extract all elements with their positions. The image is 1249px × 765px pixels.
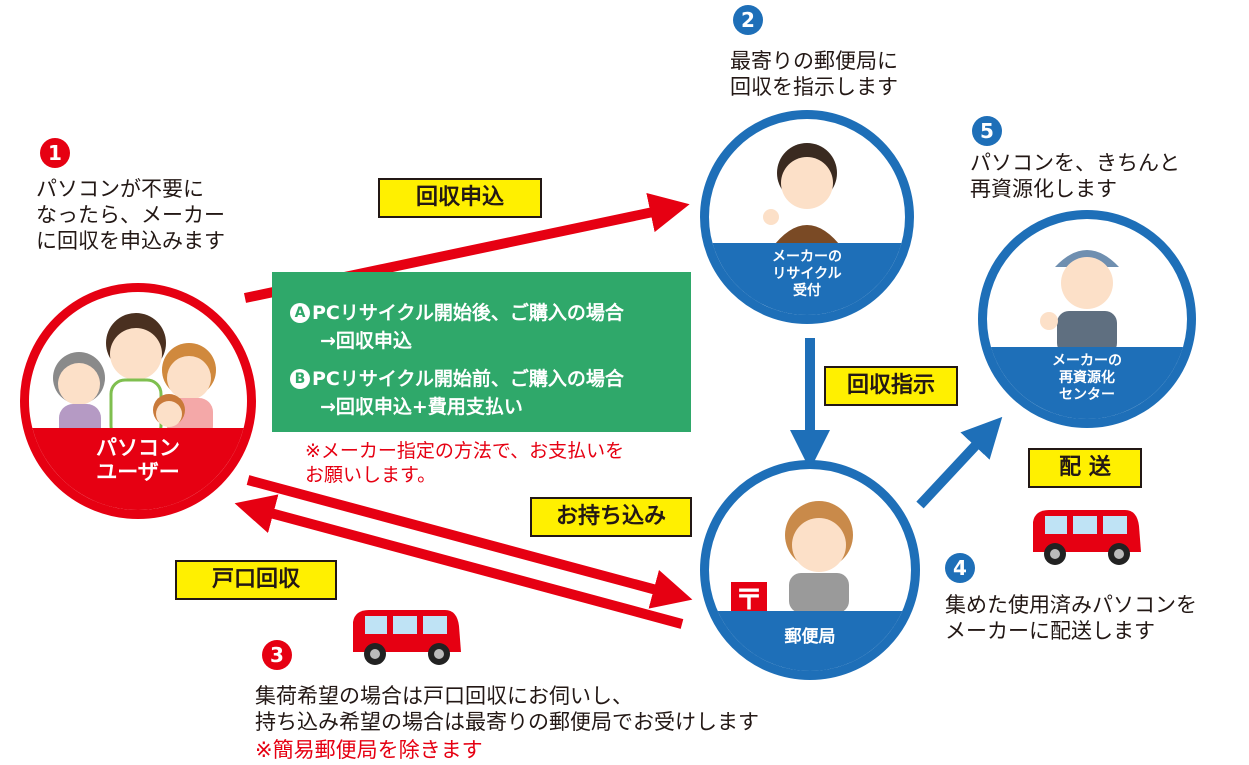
label-apply: 回収申込 <box>378 178 542 218</box>
condition-b-badge: B <box>290 369 310 389</box>
step-5-text: パソコンを、きちんと 再資源化します <box>970 151 1180 201</box>
arrow-post-to-user <box>234 494 684 629</box>
user-node: パソコン ユーザー <box>20 283 256 519</box>
delivery-van-icon <box>1033 510 1141 565</box>
recycling-center-node: メーカーの 再資源化 センター <box>978 210 1196 428</box>
arrow-user-to-post <box>246 475 693 609</box>
step-2-text: 最寄りの郵便局に 回収を指示します <box>730 49 898 99</box>
post-office-node: 〒 郵便局 <box>700 460 920 680</box>
label-door: 戸口回収 <box>175 560 337 600</box>
label-bring: お持ち込み <box>530 497 692 537</box>
condition-a-badge: A <box>290 303 310 323</box>
condition-b-result: →回収申込+費用支払い <box>320 396 523 418</box>
step-5-number: 5 <box>972 116 1002 146</box>
worker-illustration <box>1040 250 1119 355</box>
step-4-text: 集めた使用済みパソコンを メーカーに配送します <box>945 593 1197 643</box>
step-1-text: パソコンが不要に なったら、メーカー に回収を申込みます <box>36 177 225 253</box>
delivery-van-icon <box>353 610 461 665</box>
arrow-post-to-center <box>916 416 1003 509</box>
step-2-number: 2 <box>733 5 763 35</box>
step-3-note: ※簡易郵便局を除きます <box>255 738 483 762</box>
step-3-number: 3 <box>262 640 292 670</box>
center-label: メーカーの 再資源化 センター <box>987 347 1187 419</box>
reception-label: メーカーの リサイクル 受付 <box>709 243 905 315</box>
step-3-text: 集荷希望の場合は戸口回収にお伺いし、 持ち込み希望の場合は最寄りの郵便局でお受け… <box>255 684 759 734</box>
condition-a-result: →回収申込 <box>320 330 412 352</box>
user-label: パソコン ユーザー <box>29 428 247 510</box>
condition-b-line1: PCリサイクル開始前、ご購入の場合 <box>312 368 624 390</box>
step-4-number: 4 <box>945 553 975 583</box>
post-clerk-illustration <box>785 501 853 613</box>
step-1-number: 1 <box>40 138 70 168</box>
payment-note: ※メーカー指定の方法で、お支払いを お願いします。 <box>305 440 625 486</box>
post-office-label: 郵便局 <box>709 611 911 671</box>
reception-node: メーカーの リサイクル 受付 <box>700 110 914 324</box>
condition-a-line1: PCリサイクル開始後、ご購入の場合 <box>312 302 624 324</box>
family-illustration <box>53 313 216 438</box>
label-instruct: 回収指示 <box>824 366 958 406</box>
label-ship: 配 送 <box>1028 448 1142 488</box>
reception-staff-illustration <box>763 143 843 249</box>
